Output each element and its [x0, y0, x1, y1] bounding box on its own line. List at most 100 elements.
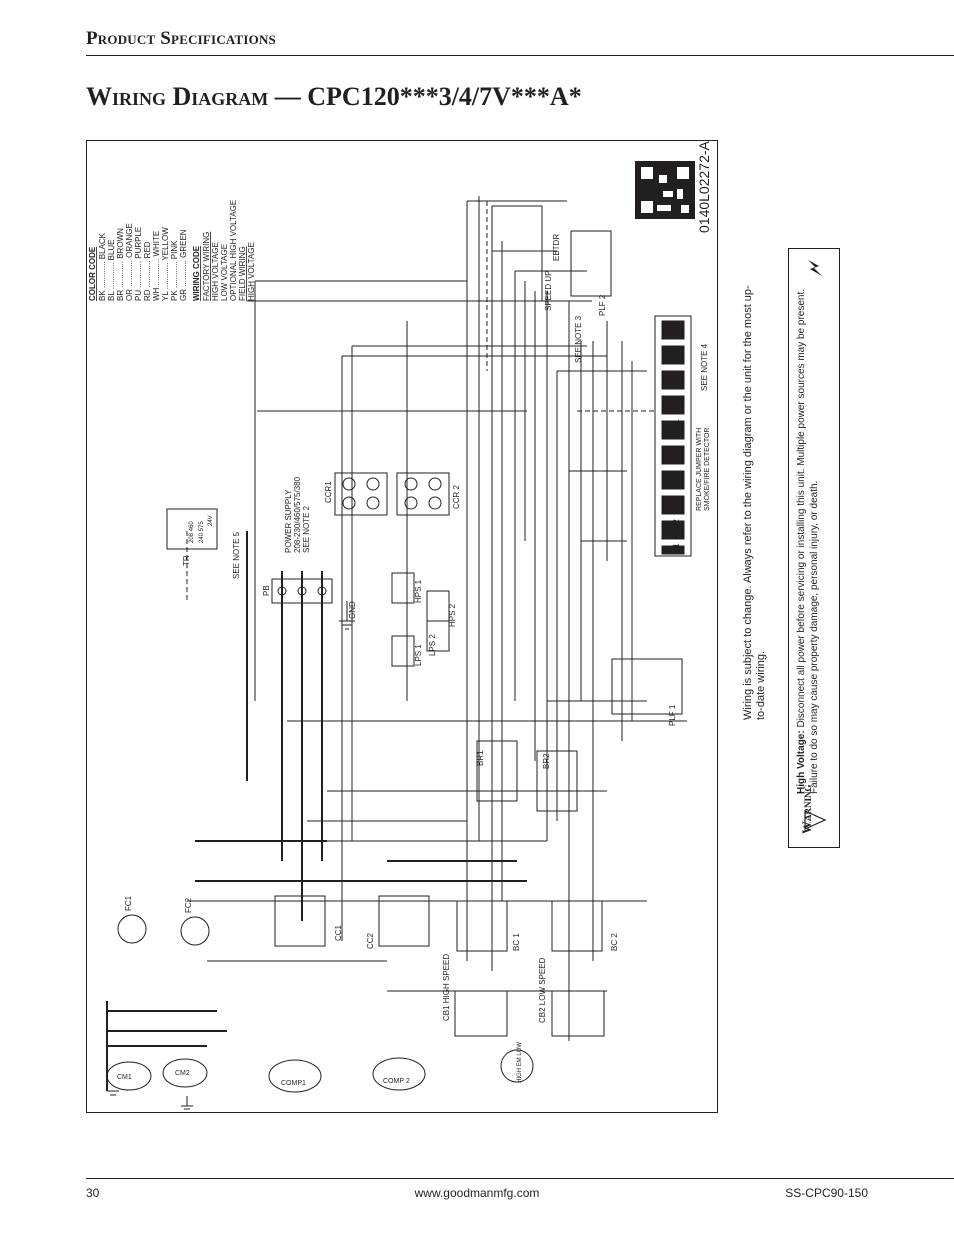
see-note-3: SEE NOTE 3	[574, 315, 583, 363]
page-number: 30	[86, 1186, 100, 1200]
color-code-heading: COLOR CODE	[88, 246, 97, 301]
relay-contact	[342, 496, 356, 510]
terminal-label: O	[672, 325, 681, 331]
plf2-plug	[570, 230, 612, 297]
cb1-label: CB1 HIGH SPEED	[442, 954, 451, 1021]
wiring-code-entry: FACTORY WIRING	[202, 232, 211, 301]
cc2-label: CC2	[366, 932, 375, 949]
power-supply-label: POWER SUPPLY	[284, 489, 293, 553]
ebtdr-label: EBTDR	[552, 234, 561, 261]
bc1-contactor	[456, 900, 508, 952]
warning-box: Warning High Voltage: Disconnect all pow…	[788, 248, 840, 848]
cc1-label: CC1	[334, 924, 343, 941]
power-terminal	[277, 586, 287, 596]
plf1-plug	[611, 658, 683, 715]
wiring-change-note: Wiring is subject to change. Always refe…	[742, 285, 767, 720]
comp1-label: COMP1	[281, 1080, 306, 1087]
wiring-code-entry: FIELD WIRING	[238, 246, 247, 301]
cb1-breaker	[454, 990, 508, 1037]
power-supply-voltages: 208-230/460/575/380	[293, 476, 302, 553]
see-note-5: SEE NOTE 5	[232, 531, 241, 579]
lps1-label: LPS 1	[414, 644, 423, 666]
fc1-capacitor	[117, 914, 147, 944]
lps2-label: LPS 2	[428, 634, 437, 656]
power-terminal	[317, 586, 327, 596]
comp2-label: COMP 2	[383, 1078, 410, 1085]
relay-contact	[342, 477, 356, 491]
lps2-switch	[426, 620, 450, 652]
terminal-label: S1	[672, 543, 681, 553]
hps2-label: HPS 2	[448, 603, 457, 627]
terminal-strip	[654, 315, 692, 557]
cc2-contactor	[378, 895, 430, 947]
comp2-compressor	[372, 1057, 426, 1091]
wiring-code-entry: HIGH VOLTAGE	[247, 242, 256, 301]
terminal-label: Y1	[672, 371, 681, 381]
fc1-label: FC1	[124, 895, 133, 911]
part-number: 0140L02272-A	[696, 141, 712, 233]
terminal-label: Y2	[672, 346, 681, 356]
br1-relay	[476, 740, 518, 802]
relay-contact	[428, 496, 442, 510]
cm2-motor	[162, 1058, 208, 1088]
wiring-code-entry: HIGH VOLTAGE	[211, 242, 220, 301]
color-code-entry: OR ............ ORANGE	[125, 223, 134, 301]
relay-contact	[366, 477, 380, 491]
terminal-label: W1	[672, 418, 681, 431]
ccr2-relay	[396, 472, 450, 516]
ground-symbol	[339, 601, 355, 630]
footer-doc-id: SS-CPC90-150	[785, 1186, 868, 1200]
em-label: HIGH EM LOW	[517, 1042, 523, 1083]
bc1-label: BC 1	[512, 933, 521, 951]
ccr1-relay	[334, 472, 388, 516]
cm2-label: CM2	[175, 1070, 190, 1077]
svg-text:!: !	[809, 816, 811, 825]
warning-text-block: High Voltage: Disconnect all power befor…	[795, 274, 821, 794]
color-code-entry: WH ............ WHITE	[152, 231, 161, 301]
lightning-icon	[805, 257, 825, 279]
fc2-capacitor	[180, 916, 210, 946]
relay-contact	[428, 477, 442, 491]
color-code-entry: PK ............ PINK	[170, 240, 179, 301]
wiring-code-heading: WIRING CODE	[192, 245, 201, 301]
speed-up-label: SPEED UP	[544, 271, 553, 311]
tr-primary: 208 460	[189, 521, 195, 543]
color-code-entry: BK ............ BLACK	[98, 232, 107, 301]
terminal-label: W2	[672, 394, 681, 407]
cb2-breaker	[551, 990, 605, 1037]
gnd-label: GND	[348, 601, 357, 619]
warning-text: Disconnect all power before servicing or…	[796, 288, 820, 794]
wiring-code-entry: LOW VOLTAGE	[220, 244, 229, 301]
wiring-code-entry: OPTIONAL HIGH VOLTAGE	[229, 200, 238, 301]
color-code-entry: BR ............ BROWN	[116, 228, 125, 301]
tr-secondary: 24V	[208, 515, 214, 526]
smoke-detector-note: SMOKE/FIRE DETECTOR	[704, 428, 711, 512]
terminal-label: C	[672, 473, 681, 479]
ebtdr-board	[491, 205, 543, 302]
tr-taps: 240 575	[199, 521, 205, 543]
section-title: Product Specifications	[86, 28, 276, 49]
warning-triangle-icon: !	[803, 809, 827, 831]
terminal-label: S2	[672, 519, 681, 529]
cc1-contactor	[274, 895, 326, 947]
relay-contact	[404, 477, 418, 491]
page-title: Wiring Diagram — CPC120***3/4/7V***A*	[86, 82, 582, 111]
em-motor	[500, 1049, 534, 1083]
color-code-entry: GR ............ GREEN	[179, 229, 188, 301]
terminal-label: G	[672, 448, 681, 454]
br1-label: BR1	[476, 750, 485, 766]
lps1-switch	[391, 635, 415, 667]
ccr2-label: CCR 2	[452, 484, 461, 509]
color-code-entry: YL ............ YELLOW	[161, 227, 170, 301]
qr-code	[635, 161, 695, 219]
replace-jumper-note: REPLACE JUMPER WITH	[696, 428, 703, 511]
bc2-label: BC 2	[610, 933, 619, 951]
hps1-switch	[391, 572, 415, 604]
br2-label: BR2	[542, 753, 551, 769]
wiring-diagram: 0140L02272-A COLOR CODE BK ............ …	[86, 140, 718, 1113]
cm1-label: CM1	[117, 1074, 132, 1081]
cb2-label: CB2 LOW SPEED	[538, 957, 547, 1023]
color-code-entry: RD ............ RED	[143, 241, 152, 301]
hps1-label: HPS 1	[414, 579, 423, 603]
plf1-label: PLF 1	[668, 704, 677, 726]
